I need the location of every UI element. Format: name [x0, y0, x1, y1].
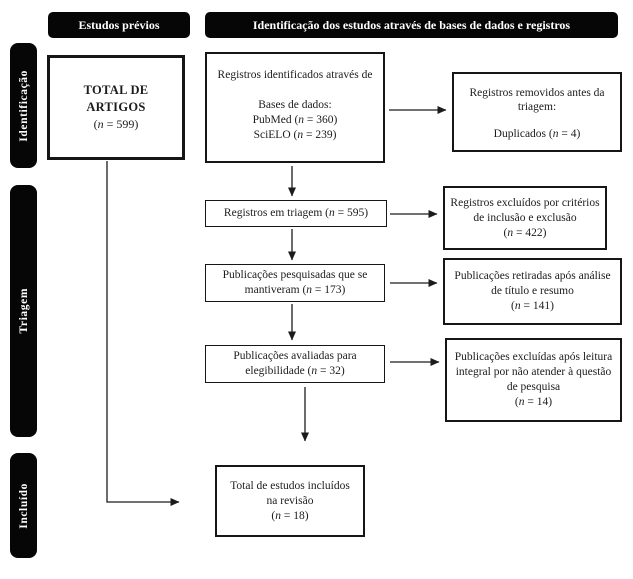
n-post: = 595): [334, 207, 369, 219]
n-var: n: [507, 226, 514, 239]
total-articles-title-line1: TOTAL DE: [83, 83, 149, 97]
n-var: n: [298, 114, 305, 126]
studies-included-count: (n = 18): [217, 509, 363, 524]
box-publications-retained: Publicações pesquisadas que se mantivera…: [205, 264, 385, 302]
header-identification-label: Identificação dos estudos através de bas…: [252, 17, 571, 32]
publications-assessed-line1: Publicações avaliadas para: [233, 350, 357, 362]
phase-bar-screening: Triagem: [10, 185, 37, 437]
studies-included-line1: Total de estudos incluídos: [230, 479, 350, 492]
n-post: = 18): [281, 509, 309, 522]
n-post: = 239): [303, 129, 337, 141]
phase-bar-included: Incluído: [10, 453, 37, 558]
records-excluded-count: (n = 422): [445, 226, 605, 241]
publications-removed-count: (n = 141): [445, 299, 620, 314]
n-var: n: [329, 207, 335, 219]
box-studies-included: Total de estudos incluídos na revisão (n…: [215, 465, 365, 537]
publications-assessed-line2: elegibilidade (n = 32): [206, 364, 384, 379]
publications-excluded-count: (n = 14): [447, 395, 620, 410]
arrow-total-to-included: [106, 161, 180, 506]
n-pre: (: [511, 300, 515, 312]
n-post: = 32): [317, 365, 345, 377]
n-var: n: [275, 509, 281, 522]
n-var: n: [518, 396, 525, 408]
n-var: n: [297, 129, 304, 141]
n-pre: (: [514, 396, 519, 408]
publications-retained-line1: Publicações pesquisadas que se: [222, 269, 368, 281]
records-removed-line1: Registros removidos antes da: [469, 87, 605, 99]
n-post: = 360): [304, 114, 338, 126]
records-removed-line2: triagem:: [517, 101, 557, 113]
n-var: n: [306, 284, 313, 296]
phase-label-included: Incluído: [17, 482, 30, 529]
n-pre: (: [93, 117, 98, 131]
n-pre: (: [503, 226, 508, 239]
records-excluded-line2: de inclusão e exclusão: [473, 211, 577, 224]
n-pre: SciELO (: [253, 129, 298, 141]
publications-excluded-line1: Publicações excluídas após leitura: [454, 351, 613, 363]
header-bar-identification: Identificação dos estudos através de bas…: [205, 12, 618, 38]
records-identified-pubmed: PubMed (n = 360): [207, 113, 383, 128]
n-post: = 599): [103, 117, 139, 131]
records-removed-duplicates: Duplicados (n = 4): [454, 127, 620, 141]
records-identified-line2: Bases de dados:: [258, 99, 332, 111]
total-articles-count: (n = 599): [50, 116, 182, 133]
phase-label-identification: Identificação: [17, 69, 30, 142]
box-total-articles: TOTAL DE ARTIGOS (n = 599): [47, 55, 185, 160]
n-pre: PubMed (: [252, 114, 299, 126]
box-publications-removed-title-abstract: Publicações retiradas após análise de tí…: [443, 258, 622, 325]
n-post: = 141): [520, 300, 554, 312]
records-identified-line1: Registros identificados através de: [217, 69, 373, 81]
header-previous-studies-label: Estudos prévios: [78, 17, 160, 32]
publications-excluded-line3: de pesquisa: [506, 381, 561, 393]
publications-retained-line2: mantiveram (n = 173): [206, 283, 384, 298]
n-var: n: [552, 128, 559, 140]
publications-removed-line2: de título e resumo: [491, 285, 574, 297]
n-post: = 173): [312, 284, 346, 296]
n-pre: mantiveram (: [244, 284, 307, 296]
n-post: = 4): [558, 128, 581, 140]
publications-excluded-line2: integral por não atender à questão: [455, 366, 612, 378]
n-pre: Registros em triagem (: [223, 207, 329, 219]
phase-label-screening: Triagem: [17, 288, 30, 334]
n-pre: (: [271, 509, 276, 522]
header-bar-previous-studies: Estudos prévios: [48, 12, 190, 38]
studies-included-line2: na revisão: [266, 494, 314, 507]
box-publications-excluded-fulltext: Publicações excluídas após leitura integ…: [445, 338, 622, 422]
box-records-identified: Registros identificados através de Bases…: [205, 52, 385, 163]
records-excluded-line1: Registros excluídos por critérios: [450, 196, 600, 209]
n-post: = 422): [513, 226, 547, 239]
total-articles-title-line2: ARTIGOS: [86, 100, 146, 114]
box-records-excluded-criteria: Registros excluídos por critérios de inc…: [443, 186, 607, 250]
n-pre: Duplicados (: [493, 128, 553, 140]
n-var: n: [97, 117, 104, 131]
n-var: n: [311, 365, 318, 377]
publications-removed-line1: Publicações retiradas após análise: [454, 270, 611, 282]
n-var: n: [514, 300, 521, 312]
phase-bar-identification: Identificação: [10, 43, 37, 168]
records-screened-line: Registros em triagem (n = 595): [206, 206, 386, 221]
records-identified-scielo: SciELO (n = 239): [207, 128, 383, 143]
box-records-removed: Registros removidos antes da triagem: Du…: [452, 72, 622, 152]
box-publications-assessed: Publicações avaliadas para elegibilidade…: [205, 345, 385, 383]
n-post: = 14): [524, 396, 553, 408]
n-pre: elegibilidade (: [245, 365, 312, 377]
box-records-screened: Registros em triagem (n = 595): [205, 200, 387, 227]
